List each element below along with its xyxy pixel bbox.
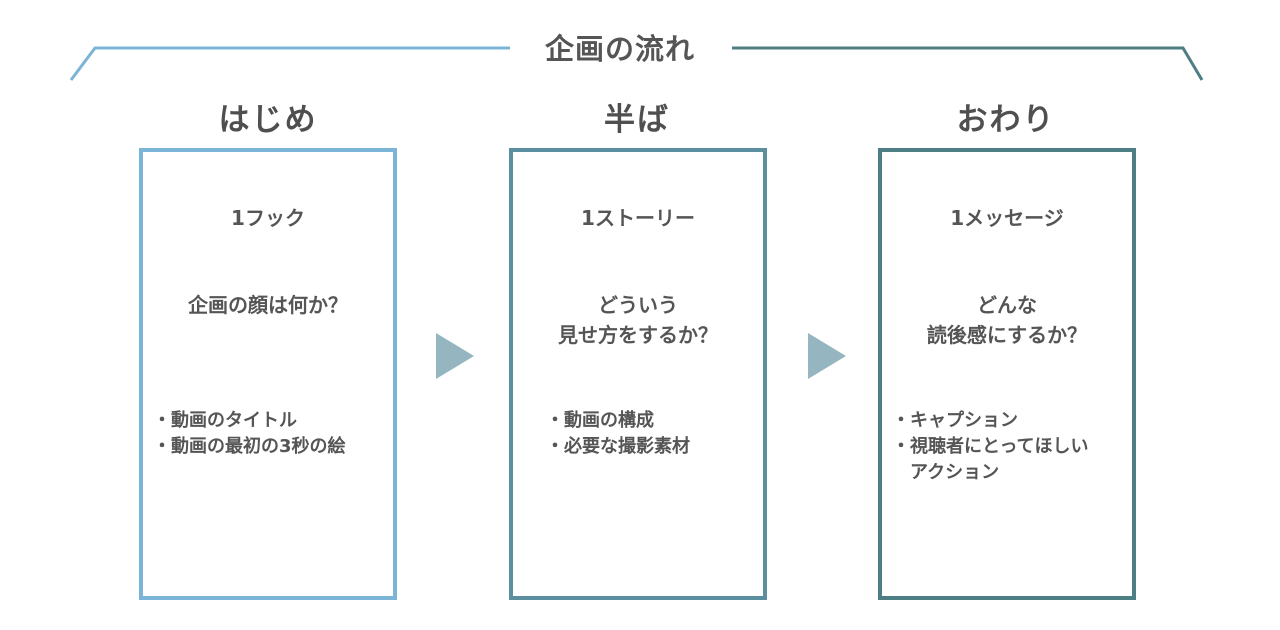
question-line: 読後感にするか？ bbox=[926, 323, 1088, 347]
question-line: どんな bbox=[977, 293, 1037, 317]
stage-card-beginning: 1フック 企画の顔は何か？ ・動画のタイトル ・動画の最初の3秒の絵 bbox=[139, 148, 397, 600]
card-heading: 1フック bbox=[231, 206, 305, 230]
bullet-item: ・動画のタイトル bbox=[153, 410, 297, 431]
card-question: どういう 見せ方をするか？ bbox=[513, 290, 763, 350]
stage-card-middle: 1ストーリー どういう 見せ方をするか？ ・動画の構成 ・必要な撮影素材 bbox=[509, 148, 767, 600]
stage-card-end: 1メッセージ どんな 読後感にするか？ ・キャプション ・視聴者にとってほしい … bbox=[878, 148, 1136, 600]
question-line: どういう bbox=[598, 293, 678, 317]
card-bullets: ・動画の構成 ・必要な撮影素材 bbox=[546, 408, 690, 460]
stage-title-beginning: はじめ bbox=[218, 102, 318, 138]
question-line: 見せ方をするか？ bbox=[558, 323, 718, 347]
bullet-item: ・キャプション bbox=[892, 410, 1018, 431]
bullet-item: アクション bbox=[892, 462, 1000, 483]
next-arrow-icon bbox=[808, 333, 846, 379]
bullet-item: ・動画の最初の3秒の絵 bbox=[153, 436, 346, 457]
card-heading: 1ストーリー bbox=[581, 206, 695, 230]
diagram-title: 企画の流れ bbox=[544, 32, 695, 66]
bullet-item: ・必要な撮影素材 bbox=[546, 436, 690, 457]
stage-title-end: おわり bbox=[956, 102, 1056, 138]
card-heading: 1メッセージ bbox=[950, 206, 1064, 230]
card-bullets: ・キャプション ・視聴者にとってほしい アクション bbox=[892, 408, 1089, 486]
card-question: 企画の顔は何か？ bbox=[143, 290, 393, 320]
bullet-item: ・動画の構成 bbox=[546, 410, 654, 431]
card-question: どんな 読後感にするか？ bbox=[882, 290, 1132, 350]
bullet-item: ・視聴者にとってほしい bbox=[892, 436, 1089, 457]
card-bullets: ・動画のタイトル ・動画の最初の3秒の絵 bbox=[153, 408, 346, 460]
question-line: 企画の顔は何か？ bbox=[188, 293, 348, 317]
stage-title-middle: 半ば bbox=[604, 102, 670, 138]
flow-bracket bbox=[69, 46, 1204, 81]
next-arrow-icon bbox=[436, 333, 474, 379]
